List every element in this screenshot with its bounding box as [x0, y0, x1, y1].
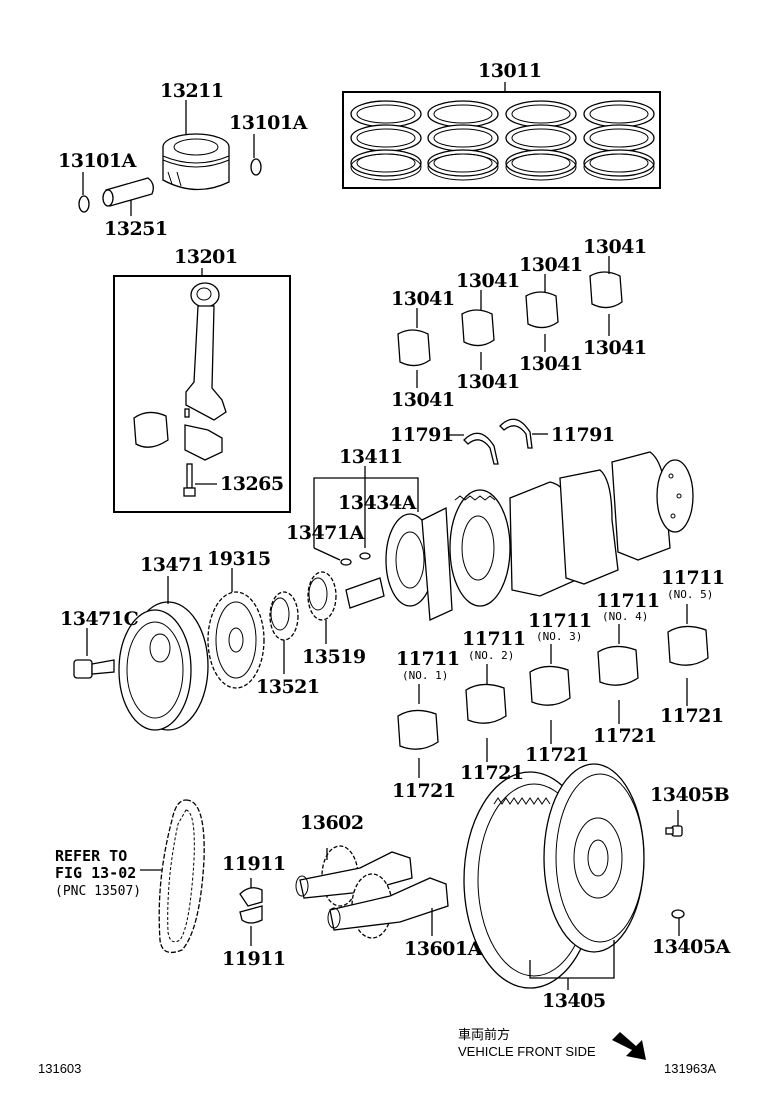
label-main-bearing-position-3: (NO. 3) [536, 630, 583, 643]
label-main-bearing-lower-4[interactable]: 11721 [593, 725, 657, 747]
pulley-bolt-illustration[interactable] [73, 659, 115, 679]
label-main-bearing-lower-1[interactable]: 11721 [392, 780, 456, 802]
label-main-bearing-upper-3[interactable]: 11711 [528, 610, 592, 632]
direction-note-jp: 車両前方 [458, 1027, 511, 1042]
label-conrod-bearing-5[interactable]: 13041 [519, 254, 583, 276]
crank-pulley-illustration[interactable] [118, 601, 209, 731]
label-flywheel-bolt[interactable]: 13405B [650, 784, 730, 806]
label-timing-sprocket[interactable]: 19315 [207, 548, 271, 570]
label-key-13434a[interactable]: 13434A [338, 492, 416, 514]
piston-rings-illustration[interactable] [350, 100, 655, 181]
label-main-bearing-upper-1[interactable]: 11711 [396, 648, 460, 670]
timing-sprocket-illustration[interactable] [207, 591, 265, 689]
connecting-rod-illustration[interactable] [184, 282, 227, 461]
refer-note-fig[interactable]: FIG 13-02 [55, 864, 136, 882]
conrod-bearings-illustration[interactable] [397, 271, 623, 367]
label-conrod-bearing-8[interactable]: 13041 [583, 337, 647, 359]
label-spacer-13521[interactable]: 13521 [256, 676, 320, 698]
label-main-bearing-lower-3[interactable]: 11721 [525, 744, 589, 766]
flywheel-pin-illustration[interactable] [671, 909, 685, 919]
crankshaft-illustration[interactable] [345, 451, 694, 621]
connecting-rod-box [113, 275, 291, 513]
label-conrod-bearing-6[interactable]: 13041 [519, 353, 583, 375]
piston-ring-set-box [342, 91, 661, 189]
label-main-bearing-upper-5[interactable]: 11711 [661, 567, 725, 589]
label-piston[interactable]: 13211 [160, 80, 224, 102]
conrod-bearing-illustration[interactable] [133, 411, 169, 448]
label-conrod-bolt[interactable]: 13265 [220, 473, 284, 495]
label-conrod-bearing-4[interactable]: 13041 [456, 371, 520, 393]
label-main-bearing-position-1: (NO. 1) [402, 669, 449, 682]
direction-note-en: VEHICLE FRONT SIDE [458, 1044, 596, 1059]
label-main-bearing-position-4: (NO. 4) [602, 610, 649, 623]
refer-note-line1: REFER TO [55, 847, 128, 865]
refer-note-pnc: (PNC 13507) [55, 884, 141, 900]
label-pulley-bolt[interactable]: 13471C [60, 608, 139, 630]
label-piston-pin[interactable]: 13251 [104, 218, 168, 240]
figure-code-left: 131603 [38, 1061, 82, 1076]
spacer-13521-illustration[interactable] [269, 591, 299, 641]
key-13471a-illustration[interactable] [340, 558, 352, 566]
label-thrust-washer-right[interactable]: 11791 [551, 424, 615, 446]
refer-note-line2[interactable]: FIG 13-02 [55, 864, 137, 882]
label-main-bearing-upper-4[interactable]: 11711 [596, 590, 660, 612]
label-key-group[interactable]: 13411 [339, 446, 403, 468]
piston-pin-illustration[interactable] [102, 177, 154, 207]
thrust-washer-left-illustration[interactable] [463, 432, 499, 465]
label-main-bearing-position-2: (NO. 2) [468, 649, 515, 662]
label-conrod-bearing-3[interactable]: 13041 [456, 270, 520, 292]
sprocket-13519-illustration[interactable] [307, 571, 337, 621]
label-flywheel[interactable]: 13405 [542, 990, 606, 1012]
label-piston-ring-set[interactable]: 13011 [478, 60, 542, 82]
label-snap-ring-left[interactable]: 13101A [58, 150, 136, 172]
label-flywheel-pin[interactable]: 13405A [652, 936, 730, 958]
label-main-bearing-upper-2[interactable]: 11711 [462, 628, 526, 650]
timing-chain-illustration[interactable] [158, 799, 205, 954]
label-sprocket-13519[interactable]: 13519 [302, 646, 366, 668]
label-balance-bearing-lower[interactable]: 11911 [222, 948, 286, 970]
label-conrod-bearing-7[interactable]: 13041 [583, 236, 647, 258]
flywheel-illustration[interactable] [543, 763, 645, 953]
flywheel-bolt-illustration[interactable] [665, 825, 683, 837]
piston-illustration[interactable] [162, 133, 230, 191]
label-main-bearing-lower-2[interactable]: 11721 [460, 762, 524, 784]
label-balance-gear[interactable]: 13602 [300, 812, 364, 834]
label-snap-ring-right[interactable]: 13101A [229, 112, 307, 134]
arrow-down-right-icon [612, 1032, 646, 1060]
label-thrust-washer-left[interactable]: 11791 [390, 424, 454, 446]
conrod-bolt-illustration[interactable] [183, 463, 196, 497]
refer-note: REFER TO [55, 847, 127, 865]
label-balance-shaft[interactable]: 13601A [404, 938, 482, 960]
refer-note-line3: (PNC 13507) [55, 884, 142, 899]
snap-ring-right-illustration[interactable] [250, 158, 262, 176]
label-main-bearing-lower-5[interactable]: 11721 [660, 705, 724, 727]
snap-ring-left-illustration[interactable] [78, 195, 90, 213]
label-conrod-bearing-1[interactable]: 13041 [391, 288, 455, 310]
label-key-13471a[interactable]: 13471A [286, 522, 364, 544]
label-main-bearing-position-5: (NO. 5) [667, 588, 714, 601]
key-13434a-illustration[interactable] [359, 552, 371, 560]
label-crank-pulley[interactable]: 13471 [140, 554, 204, 576]
balance-shaft-bearing-illustration[interactable] [239, 887, 263, 924]
label-conrod-bearing-2[interactable]: 13041 [391, 389, 455, 411]
figure-code-right: 131963A [664, 1061, 717, 1076]
label-balance-bearing-upper[interactable]: 11911 [222, 853, 286, 875]
balance-shaft-illustration[interactable] [295, 845, 449, 939]
thrust-washer-right-illustration[interactable] [499, 418, 533, 449]
label-connecting-rod[interactable]: 13201 [174, 246, 238, 268]
main-bearings-illustration[interactable] [397, 625, 709, 750]
